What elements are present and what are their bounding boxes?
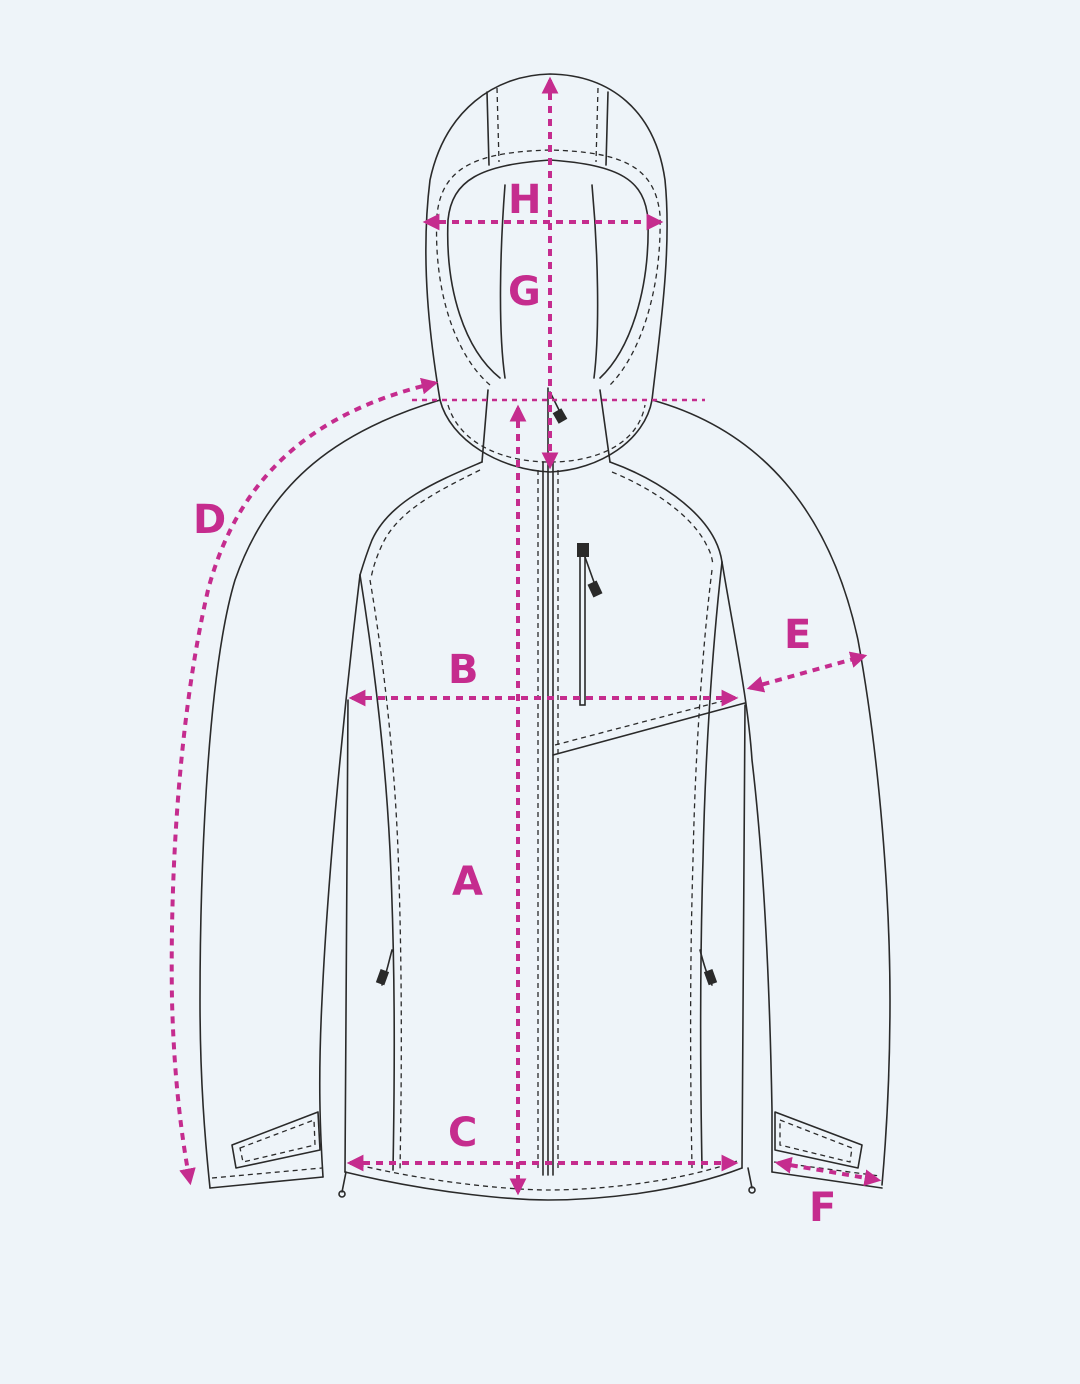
measurement-lines (169, 76, 882, 1196)
right-body-side-stitch (689, 569, 713, 1169)
hood-outer (425, 73, 668, 401)
collar-panel-left (481, 389, 489, 463)
left-cuff (209, 1176, 324, 1189)
right-sleeve-outer (651, 399, 891, 1186)
measure-label-b: B (448, 647, 479, 693)
hood-panel-inner-left (499, 184, 506, 379)
collar-stitch (447, 404, 646, 463)
chest-pocket-zip (579, 544, 586, 706)
right-cuff-tab-stitch (779, 1119, 853, 1163)
chest-pocket-pull (587, 580, 603, 598)
hem-toggle-left (341, 1171, 347, 1193)
left-body-edge (344, 699, 349, 1173)
hem-toggle-right (747, 1167, 753, 1189)
chest-pocket-stop (577, 543, 589, 557)
right-body-edge (741, 704, 746, 1169)
right-sleeve-inner (721, 561, 773, 1173)
collar (439, 399, 653, 473)
right-raglan-stitch (611, 471, 714, 566)
measure-line-e (746, 651, 868, 693)
hem-toggle-left-end (338, 1190, 346, 1198)
left-pocket-pull (375, 969, 390, 986)
hem (344, 1167, 743, 1201)
hood-face-stitch (435, 149, 661, 386)
hood-panel-inner-right (591, 184, 599, 379)
left-body-side (359, 574, 396, 1171)
left-cuff-tab (231, 1111, 321, 1169)
measure-label-c: C (448, 1110, 478, 1156)
hood-panel-stitch-right (595, 87, 599, 163)
chest-panel-seam (552, 702, 746, 756)
measure-label-e: E (784, 612, 812, 658)
right-body-side (699, 561, 723, 1169)
right-cuff-tab (774, 1111, 863, 1169)
left-cuff-tab-stitch (239, 1119, 316, 1163)
measure-label-h: H (508, 177, 542, 223)
measure-line-f (774, 1156, 882, 1187)
hood-face-opening (446, 159, 649, 379)
hem-toggle-right-end (748, 1186, 756, 1194)
left-sleeve-inner (318, 574, 361, 1178)
zipper-pull (552, 408, 568, 424)
left-raglan-stitch (370, 469, 481, 579)
measure-label-f: F (809, 1185, 837, 1231)
measure-line-d (169, 377, 439, 1186)
chest-pocket-pull-cord (584, 556, 596, 586)
hood-panel-right (605, 91, 609, 166)
left-raglan-seam (359, 461, 483, 576)
right-raglan-seam (609, 461, 723, 563)
measure-label-d: D (193, 497, 227, 543)
hood-panel-stitch-left (496, 87, 500, 163)
right-pocket-pull (703, 969, 718, 986)
collar-panel-right (599, 389, 611, 463)
left-body-side-stitch (369, 579, 402, 1171)
left-cuff-stitch (211, 1167, 323, 1179)
measure-label-g: G (508, 269, 541, 315)
measure-label-a: A (452, 859, 483, 905)
hood-panel-left (486, 91, 490, 166)
